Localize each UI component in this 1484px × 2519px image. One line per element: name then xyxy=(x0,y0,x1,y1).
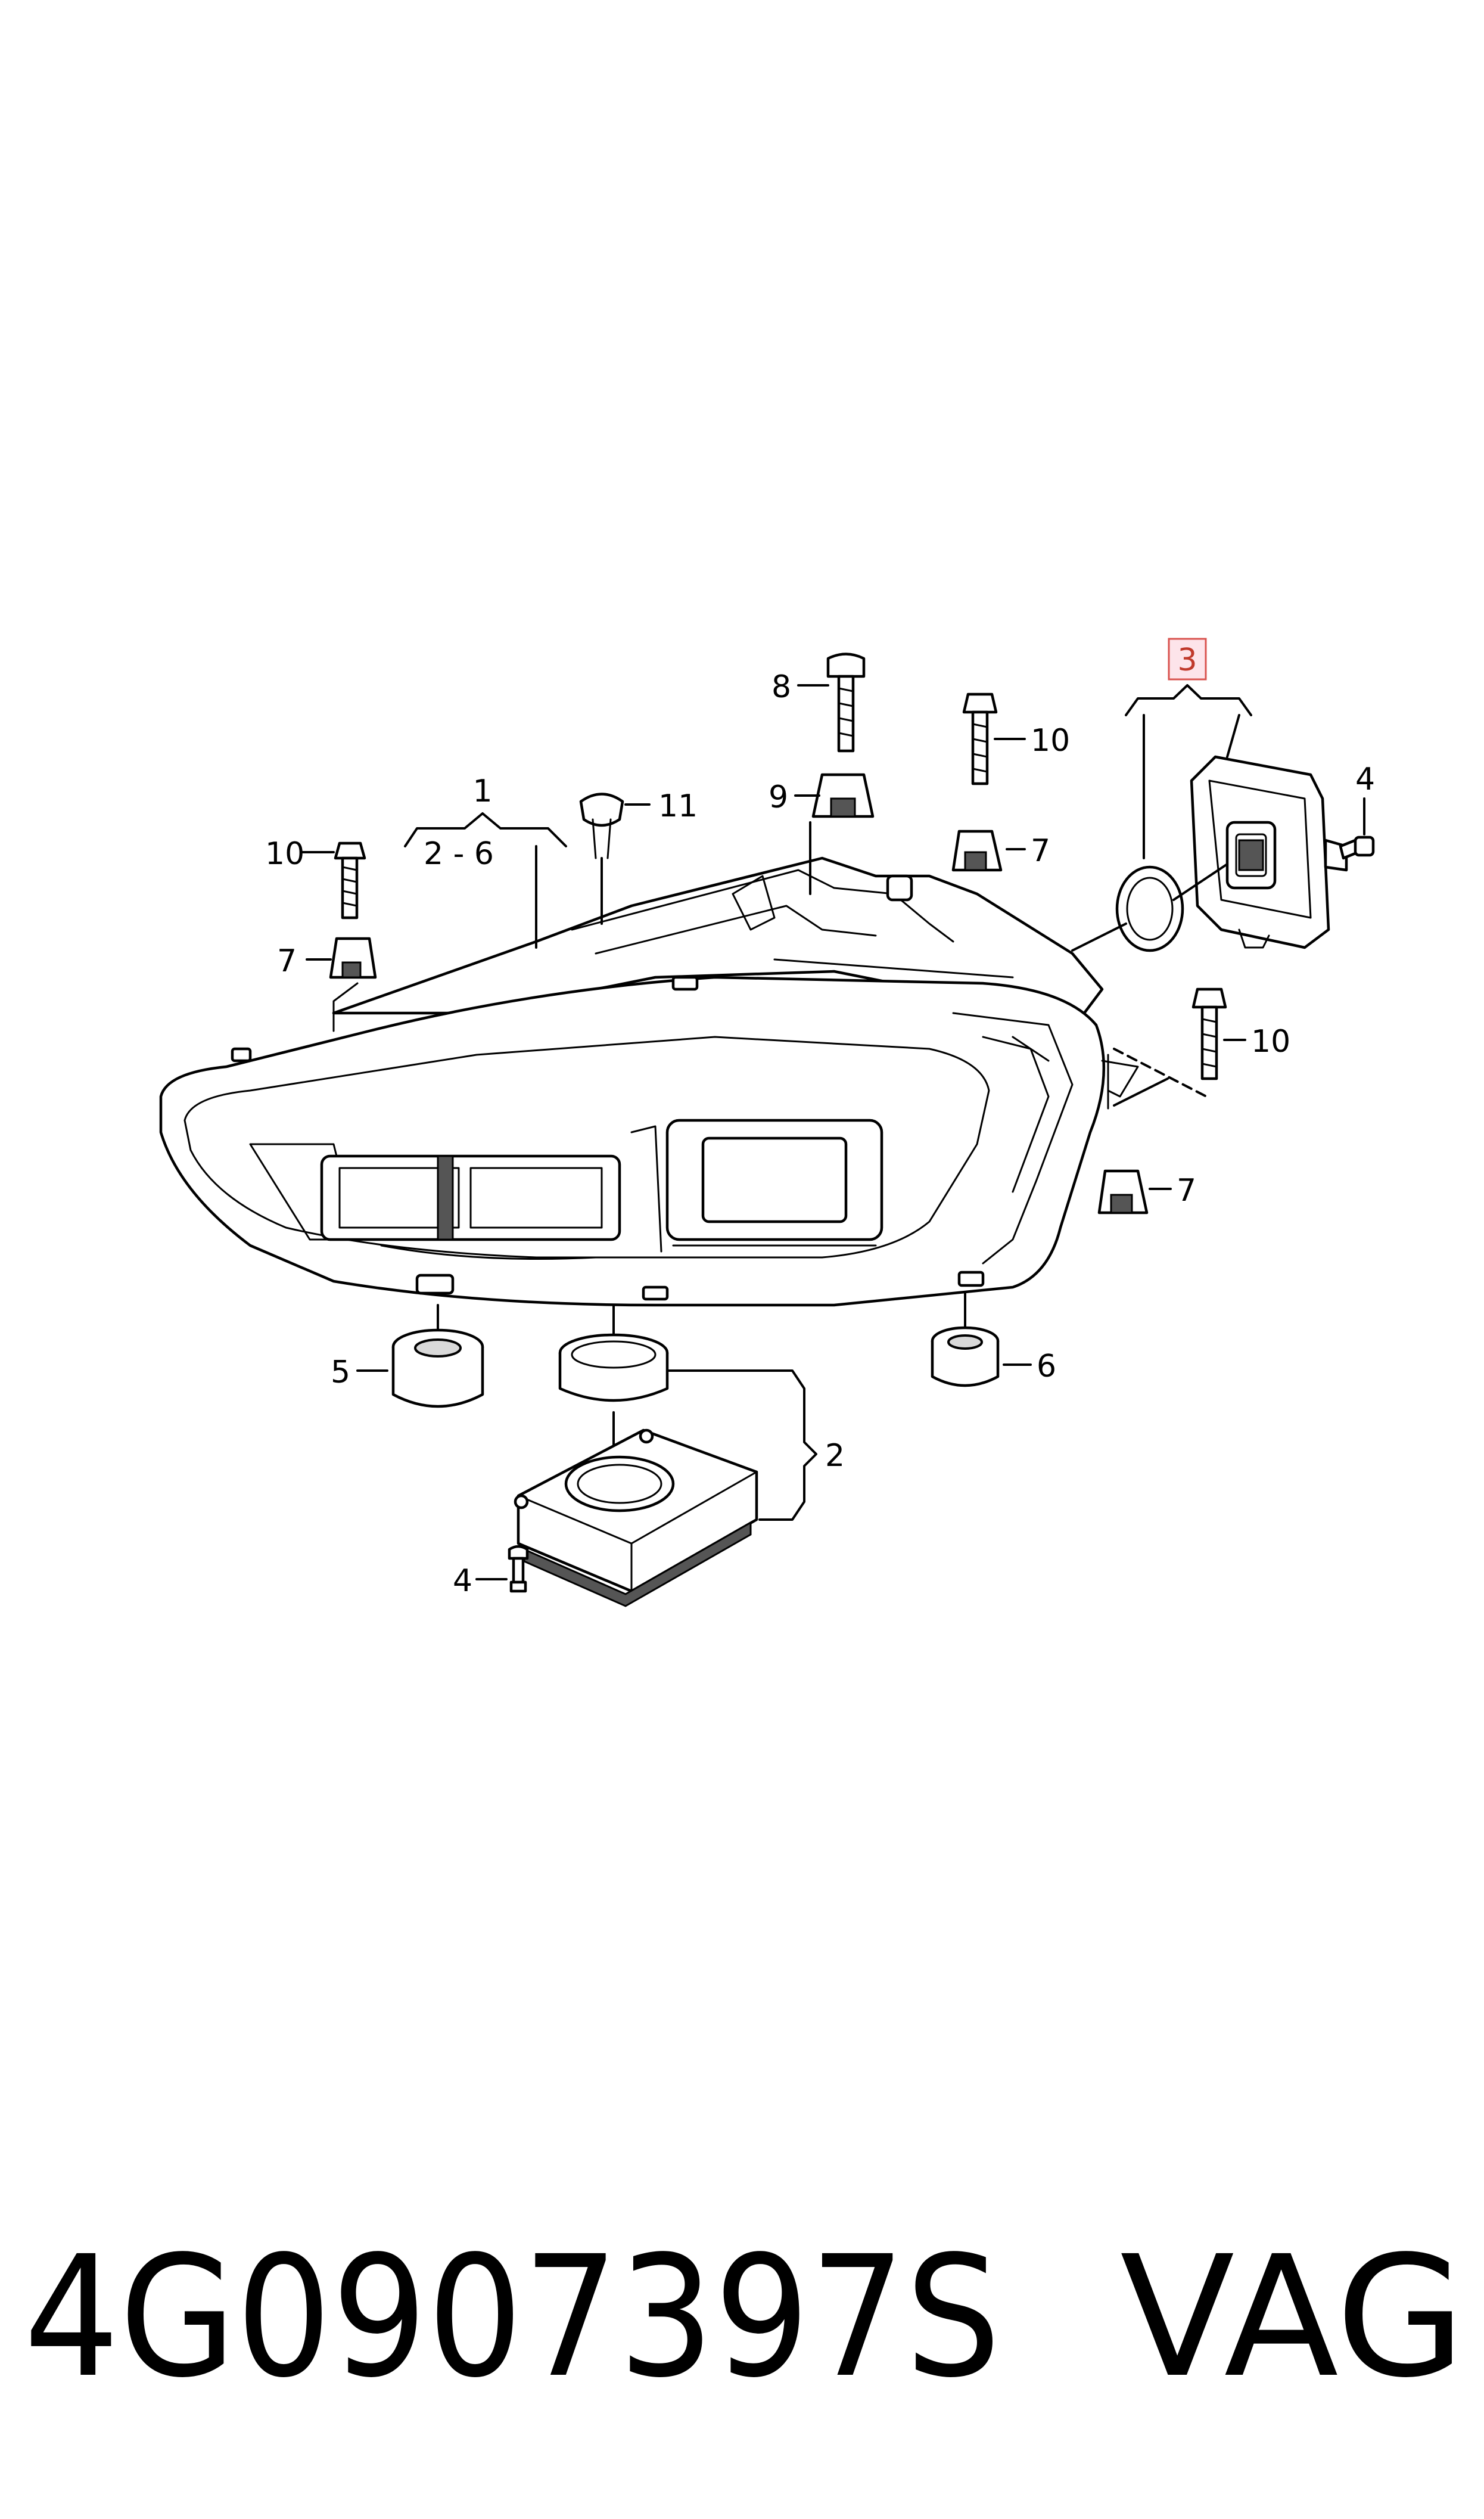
callout-9: 9 xyxy=(769,773,875,895)
callout-3-highlight xyxy=(1168,638,1207,681)
callout-2: 2 xyxy=(514,1304,845,1607)
callout-7-right: 7 xyxy=(1097,1169,1196,1215)
callout-11-label: 11 xyxy=(658,788,698,824)
callout-10-top-label: 10 xyxy=(1031,723,1070,759)
part-3-ballast xyxy=(1190,755,1348,949)
callout-8: 8 xyxy=(771,653,866,753)
part-3-seal-ring xyxy=(1071,863,1228,952)
callout-7-top: 7 xyxy=(951,830,1050,872)
callout-7-top-label: 7 xyxy=(1031,833,1050,869)
callout-7-left-label: 7 xyxy=(277,943,297,979)
callout-10-left: 10 xyxy=(265,836,366,920)
callout-7-right-label: 7 xyxy=(1177,1173,1196,1209)
callout-3-label: 3 xyxy=(1177,642,1197,678)
callout-4-top-label: 4 xyxy=(1355,762,1375,797)
callout-10-top: 10 xyxy=(962,692,1070,785)
callout-7-left: 7 xyxy=(277,937,377,979)
callout-1-label: 1 xyxy=(472,774,492,809)
callout-3: 3 xyxy=(1125,638,1252,859)
headlight-assembly xyxy=(159,856,1139,1307)
callout-10-left-label: 10 xyxy=(265,836,304,872)
callout-8-label: 8 xyxy=(771,669,791,705)
callout-1: 1 2 - 6 xyxy=(404,774,567,949)
callout-10-right: 10 xyxy=(1113,987,1290,1107)
callout-9-label: 9 xyxy=(769,779,788,815)
callout-11: 11 xyxy=(579,788,698,925)
callout-1-range: 2 - 6 xyxy=(424,836,494,872)
callout-4-bottom: 4 xyxy=(453,1545,529,1599)
brand-label: VAG xyxy=(1120,2220,1466,2415)
callout-6-label: 6 xyxy=(1037,1349,1056,1384)
callout-5: 5 xyxy=(331,1304,484,1408)
callout-6: 6 xyxy=(931,1292,1056,1387)
callout-5-label: 5 xyxy=(331,1355,350,1390)
callout-4-top: 4 xyxy=(1339,762,1375,860)
callout-4-bottom-label: 4 xyxy=(453,1563,472,1599)
callout-10-right-label: 10 xyxy=(1251,1024,1290,1060)
callout-2-label: 2 xyxy=(825,1438,845,1474)
part-number: 4G0907397S xyxy=(24,2220,1001,2415)
